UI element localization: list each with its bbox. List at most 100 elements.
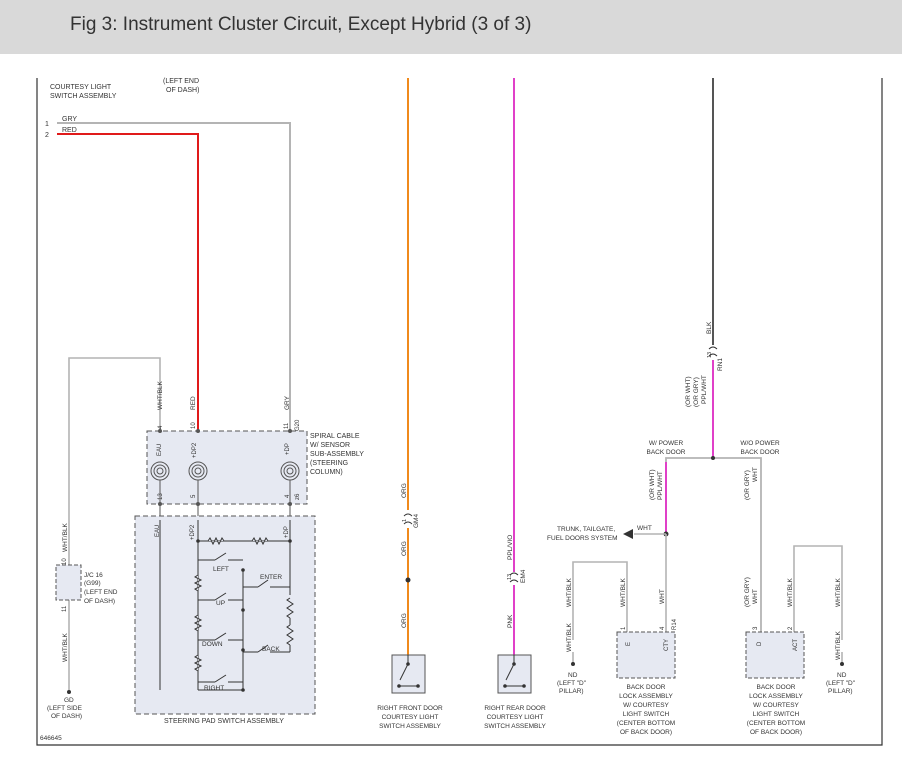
ppl-wht-label: PPL/WHT [701,375,708,404]
ppl-vio-label: PPL/VIO [507,535,514,560]
cty-terminal-label: CTY [664,639,670,651]
svg-text:(CENTER BOTTOM: (CENTER BOTTOM [747,720,805,727]
svg-text:WHT/BLK: WHT/BLK [835,630,842,660]
red-wire [57,133,199,431]
svg-text:4: 4 [158,425,164,429]
org-label-3: ORG [401,613,408,628]
back-door-lock-assembly-2 [745,631,805,679]
svg-text:WHT: WHT [752,467,759,482]
svg-text:(LEFT END: (LEFT END [84,589,118,596]
svg-text:PILLAR): PILLAR) [828,688,853,695]
svg-text:BACK DOOR: BACK DOOR [740,449,779,456]
down-switch-label: DOWN [202,641,223,648]
svg-text:WHT/BLK: WHT/BLK [835,577,842,607]
svg-text:13: 13 [507,574,513,580]
gd-ground [67,690,71,694]
wht-blk-label-1: WHT/BLK [157,380,164,410]
svg-text:13: 13 [707,352,713,358]
svg-text:LOCK ASSEMBLY: LOCK ASSEMBLY [749,693,803,700]
svg-text:z6: z6 [295,493,301,500]
nd-wire-right [793,545,843,640]
dp2-label: +DP2 [192,442,198,458]
svg-text:LIGHT SWITCH: LIGHT SWITCH [623,711,670,718]
red-wire-label: RED [62,127,77,134]
svg-text:LOCK ASSEMBLY: LOCK ASSEMBLY [619,693,673,700]
rn1-label: RN1 [717,358,724,371]
org-label-1: ORG [401,483,408,498]
back-door-lock-1-label: BACK DOOR [626,684,665,691]
svg-text:(G99): (G99) [84,580,101,587]
jc16-connector [55,564,82,601]
right-front-door-label: RIGHT FRONT DOOR [377,705,443,712]
gd-label: GD [64,697,74,704]
back-door-lock-2-label: BACK DOOR [756,684,795,691]
or-wht-label: (OR WHT) [685,376,692,407]
svg-text:COLUMN): COLUMN) [310,469,343,476]
nd-label-left: ND [568,672,578,679]
svg-text:SUB-ASSEMBLY: SUB-ASSEMBLY [310,451,364,458]
svg-text:11: 11 [284,422,290,429]
act-terminal-label: ACT [793,639,799,651]
pnk-label: PNK [507,614,514,628]
svg-text:OF BACK DOOR): OF BACK DOOR) [620,729,672,736]
svg-text:11: 11 [62,605,68,612]
pin-1-label: 1 [45,121,49,128]
red-label-2: RED [190,396,197,410]
svg-text:(OR GRY): (OR GRY) [744,577,751,607]
svg-text:(OR GRY): (OR GRY) [744,470,751,500]
up-switch-label: UP [216,600,225,607]
svg-text:W/ COURTESY: W/ COURTESY [623,702,669,709]
right-switch-label: RIGHT [204,685,224,692]
wht-label-trunk: WHT [637,525,652,532]
svg-text:WHT/BLK: WHT/BLK [566,577,573,607]
svg-text:EAU: EAU [155,525,161,537]
svg-text:5: 5 [191,494,197,498]
svg-text:WHT: WHT [659,589,666,604]
svg-text:LIGHT SWITCH: LIGHT SWITCH [753,711,800,718]
gry-wire [57,122,291,431]
back-switch-label: BACK [262,646,280,653]
right-rear-door-label: RIGHT REAR DOOR [484,705,546,712]
org-label-2: ORG [401,541,408,556]
gm4-connector [403,513,413,525]
svg-text:(STEERING: (STEERING [310,460,348,467]
svg-text:SWITCH ASSEMBLY: SWITCH ASSEMBLY [379,723,441,730]
svg-text:OF DASH): OF DASH) [166,87,199,94]
figure-header: Fig 3: Instrument Cluster Circuit, Excep… [0,0,902,54]
gry-label-2: GRY [284,395,291,410]
eau-label: EAU [157,444,163,456]
svg-text:SWITCH ASSEMBLY: SWITCH ASSEMBLY [484,723,546,730]
svg-text:PILLAR): PILLAR) [559,688,584,695]
org-splice [405,577,411,583]
steering-switch-circuit [159,520,294,691]
nd-wire-left [572,561,628,640]
trunk-label: TRUNK, TAILGATE, [557,526,615,533]
svg-text:COURTESY LIGHT: COURTESY LIGHT [382,714,439,721]
svg-text:4: 4 [660,626,666,630]
spiral-cable-box [146,430,308,505]
trunk-arrow-icon [623,529,633,539]
left-switch-label: LEFT [213,566,229,573]
jc16-label: J/C 16 [84,572,103,579]
em4-label: EM4 [520,569,527,583]
svg-text:W/ SENSOR: W/ SENSOR [310,442,350,449]
svg-text:WHT/BLK: WHT/BLK [787,577,794,607]
courtesy-switch-label: COURTESY LIGHT [50,84,112,91]
g20-label: G20 [295,419,301,431]
svg-text:OF BACK DOOR): OF BACK DOOR) [750,729,802,736]
nd-label-right: ND [837,672,847,679]
pin-2-label: 2 [45,132,49,139]
diagram-frame [36,78,883,746]
svg-text:(OR WHT): (OR WHT) [649,469,656,500]
svg-text:FUEL DOORS SYSTEM: FUEL DOORS SYSTEM [547,535,618,542]
svg-text:WHT/BLK: WHT/BLK [620,577,627,607]
svg-text:+DP2: +DP2 [190,524,196,540]
svg-text:OF DASH): OF DASH) [84,598,115,605]
svg-text:OF DASH): OF DASH) [51,713,82,720]
svg-text:WHT: WHT [752,589,759,604]
svg-text:COURTESY LIGHT: COURTESY LIGHT [487,714,544,721]
nd-ground-right [840,662,844,666]
wo-power-label: W/O POWER [740,440,780,447]
courtesy-location-label: (LEFT END [163,78,199,85]
gm4-label: GM4 [413,514,420,528]
